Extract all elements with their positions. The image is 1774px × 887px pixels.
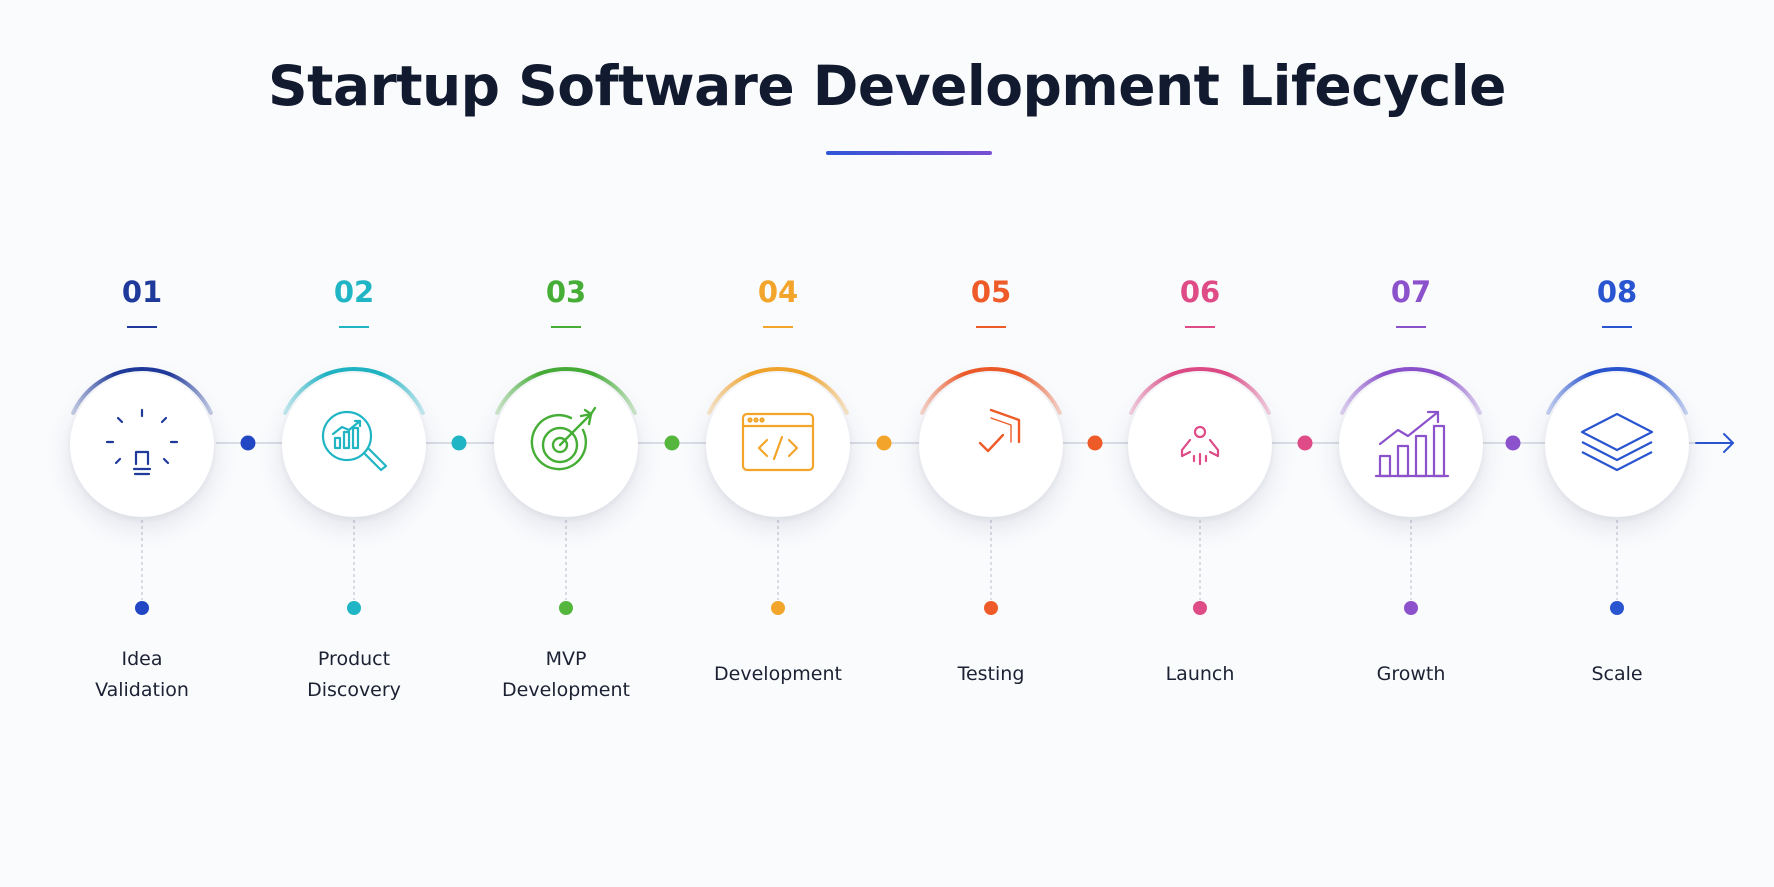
step-icon-circle: [706, 373, 850, 517]
step-label: Testing: [957, 663, 1025, 685]
step-arc: [495, 367, 637, 415]
step-arc: [920, 367, 1062, 415]
step-arc: [1546, 367, 1688, 415]
magnifier-chart-icon: [315, 404, 393, 486]
step-number: 06: [1179, 275, 1221, 309]
step-number: 08: [1596, 275, 1638, 309]
timeline-dot: [451, 435, 467, 451]
step-number-underline: [1396, 326, 1426, 328]
step-arc: [1129, 367, 1271, 415]
lightbulb-icon: [103, 404, 181, 486]
step-marker-dot: [1193, 601, 1207, 615]
lifecycle-step: 03 MVP Development: [494, 0, 638, 701]
step-arc: [707, 367, 849, 415]
step-label: Development: [714, 663, 842, 685]
step-icon-circle: [494, 373, 638, 517]
step-arc: [71, 367, 213, 415]
timeline-dot: [240, 435, 256, 451]
timeline-dot: [876, 435, 892, 451]
step-number-underline: [551, 326, 581, 328]
page-title: Startup Software Development Lifecycle: [268, 54, 1506, 118]
step-number: 02: [333, 275, 375, 309]
layers-icon: [1578, 404, 1656, 486]
lifecycle-step: 04 Development: [706, 0, 850, 685]
step-icon-circle: [919, 373, 1063, 517]
step-icon-circle: [70, 373, 214, 517]
step-number-underline: [127, 326, 157, 328]
target-icon: [527, 404, 605, 486]
step-label: Growth: [1376, 663, 1446, 685]
timeline-dot: [664, 435, 680, 451]
step-icon-circle: [1545, 373, 1689, 517]
arrow-right-icon: [1695, 433, 1734, 453]
step-icon-circle: [1128, 373, 1272, 517]
step-icon-circle: [1339, 373, 1483, 517]
growth-chart-icon: [1372, 404, 1450, 486]
step-marker-dot: [135, 601, 149, 615]
step-label: MVP Development: [502, 648, 630, 701]
timeline-dot: [1087, 435, 1103, 451]
step-number: 01: [121, 275, 163, 309]
step-number-underline: [1602, 326, 1632, 328]
lifecycle-step: 06 Launch: [1128, 0, 1272, 685]
step-label: Idea Validation: [95, 648, 189, 701]
step-marker-dot: [559, 601, 573, 615]
step-label: Product Discovery: [307, 648, 401, 701]
step-number-underline: [763, 326, 793, 328]
step-number: 05: [970, 275, 1012, 309]
step-marker-dot: [984, 601, 998, 615]
step-marker-dot: [771, 601, 785, 615]
step-number-underline: [976, 326, 1006, 328]
step-icon-circle: [282, 373, 426, 517]
step-marker-dot: [1610, 601, 1624, 615]
lifecycle-step: 07 Growth: [1339, 0, 1483, 685]
lifecycle-step: 02 Product Discovery: [282, 0, 426, 701]
step-label: Scale: [1591, 663, 1643, 685]
step-number-underline: [339, 326, 369, 328]
step-number: 04: [757, 275, 799, 309]
code-window-icon: [739, 404, 817, 486]
step-number-underline: [1185, 326, 1215, 328]
shield-check-icon: [952, 404, 1030, 486]
rocket-icon: [1161, 404, 1239, 486]
step-label: Launch: [1165, 663, 1235, 685]
step-marker-dot: [1404, 601, 1418, 615]
step-arc: [1340, 367, 1482, 415]
step-number: 03: [545, 275, 587, 309]
step-marker-dot: [347, 601, 361, 615]
timeline-dot: [1297, 435, 1313, 451]
lifecycle-step: 01 Idea Validation: [70, 0, 214, 701]
title-underline: [826, 151, 992, 155]
timeline-dot: [1505, 435, 1521, 451]
lifecycle-step: 08 Scale: [1545, 0, 1689, 685]
step-arc: [283, 367, 425, 415]
step-number: 07: [1390, 275, 1432, 309]
lifecycle-step: 05 Testing: [919, 0, 1063, 685]
